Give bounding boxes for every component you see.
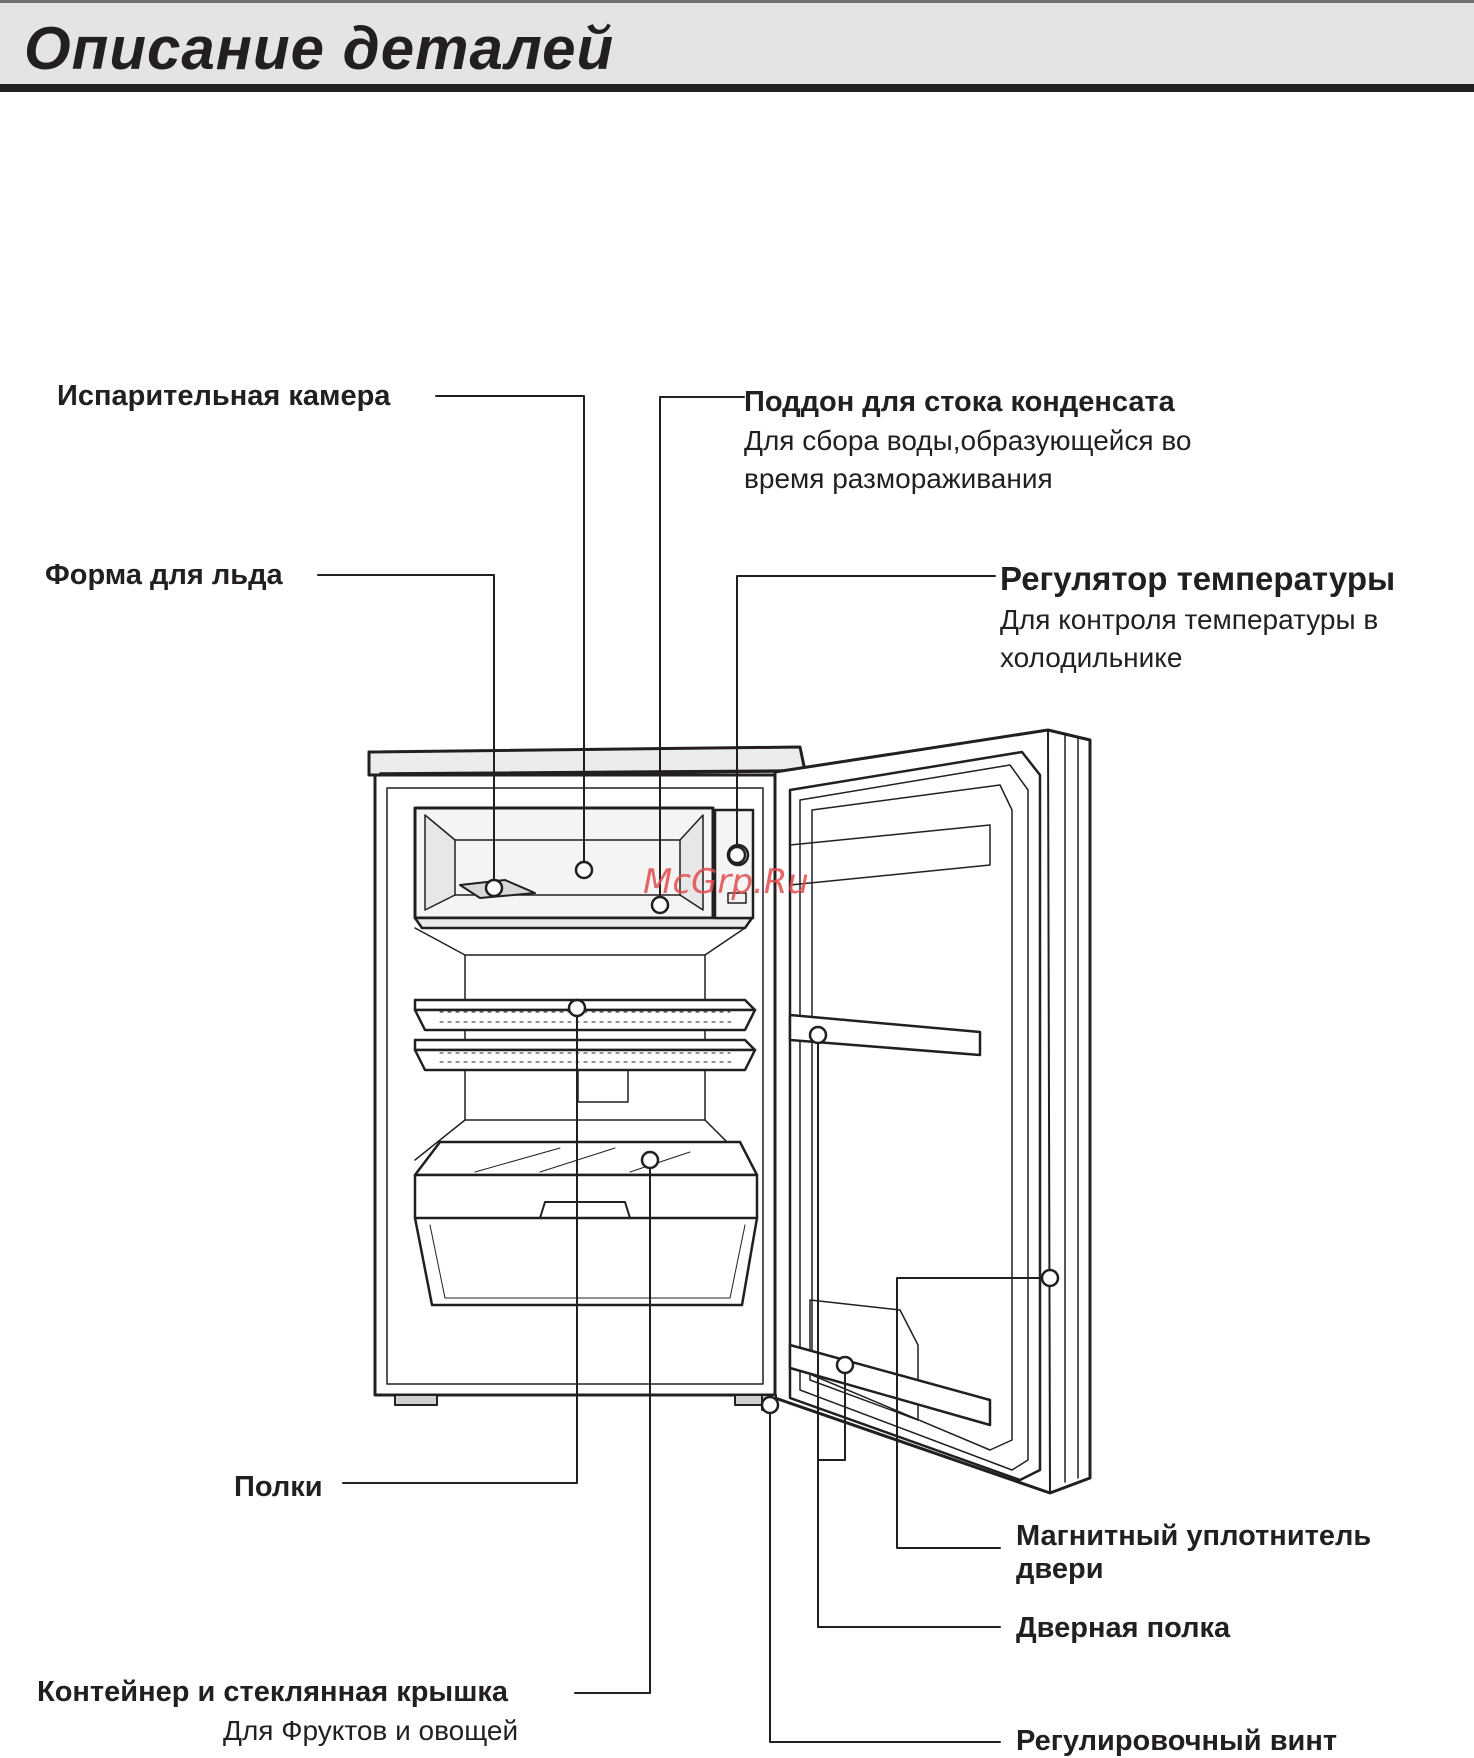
dot-crisper xyxy=(640,1150,660,1170)
leader-shelves xyxy=(342,1007,578,1484)
label-shelves: Полки xyxy=(234,1471,323,1503)
dot-evaporator xyxy=(574,860,594,880)
leader-thermostat xyxy=(736,575,996,856)
leader-lines xyxy=(317,395,1051,1743)
door-gasket xyxy=(788,750,1042,1482)
label-thermostat-title: Регулятор температуры xyxy=(1000,560,1396,597)
label-drip-tray-desc-1: Для сбора воды,образующейся во xyxy=(744,425,1192,456)
dot-leveling-screw xyxy=(760,1395,780,1415)
label-drip-tray-desc-2: время размораживания xyxy=(744,463,1053,494)
label-leveling-screw: Регулировочный винт xyxy=(1016,1725,1338,1757)
leader-door-gasket xyxy=(896,1277,1051,1549)
label-door-shelf: Дверная полка xyxy=(1016,1612,1231,1644)
freezer-compartment xyxy=(413,806,755,930)
label-door-gasket-line-2: двери xyxy=(1016,1553,1104,1585)
leader-crisper xyxy=(574,1159,651,1694)
dot-door-gasket xyxy=(1040,1268,1060,1288)
dot-door-shelf-upper xyxy=(808,1025,828,1045)
dot-door-shelf-lower xyxy=(835,1355,855,1375)
leader-ice-tray xyxy=(317,574,495,889)
shelf-lower xyxy=(413,1038,757,1072)
callout-dots xyxy=(484,845,1060,1415)
drip-tray xyxy=(413,916,754,930)
label-ice-tray: Форма для льда xyxy=(45,559,283,591)
watermark-text: McGrp.Ru xyxy=(643,862,809,902)
door xyxy=(761,728,1092,1495)
header-top-rule xyxy=(0,0,1474,3)
dot-shelves xyxy=(567,998,587,1018)
label-thermostat-desc-1: Для контроля температуры в xyxy=(1000,604,1379,635)
door-shelf-upper xyxy=(788,1013,982,1057)
label-crisper-title: Контейнер и стеклянная крышка xyxy=(37,1676,509,1708)
crisper-container xyxy=(413,1173,759,1220)
label-evaporator: Испарительная камера xyxy=(57,380,391,412)
leader-leveling-screw xyxy=(769,1404,1001,1743)
cabinet-foot-left xyxy=(394,1394,438,1406)
header-band xyxy=(0,0,1474,92)
label-thermostat-desc-2: холодильнике xyxy=(1000,642,1183,673)
dot-ice-tray xyxy=(484,878,504,898)
crisper-glass-cover xyxy=(413,1140,759,1177)
leader-evaporator xyxy=(435,395,585,871)
dot-drip-tray xyxy=(650,895,670,915)
page-title: Описание деталей xyxy=(24,15,615,82)
fresh-food-compartment xyxy=(413,927,759,1307)
dot-thermostat xyxy=(727,845,747,865)
label-door-gasket-line-1: Магнитный уплотнитель xyxy=(1016,1520,1372,1552)
label-drip-tray-title: Поддон для стока конденсата xyxy=(744,386,1175,418)
leader-drip-tray xyxy=(659,396,745,906)
leader-door-shelf xyxy=(817,1034,1001,1628)
shelf-upper xyxy=(413,998,757,1032)
label-crisper-desc: Для Фруктов и овощей xyxy=(223,1715,519,1746)
door-dairy-compartment xyxy=(789,824,991,886)
